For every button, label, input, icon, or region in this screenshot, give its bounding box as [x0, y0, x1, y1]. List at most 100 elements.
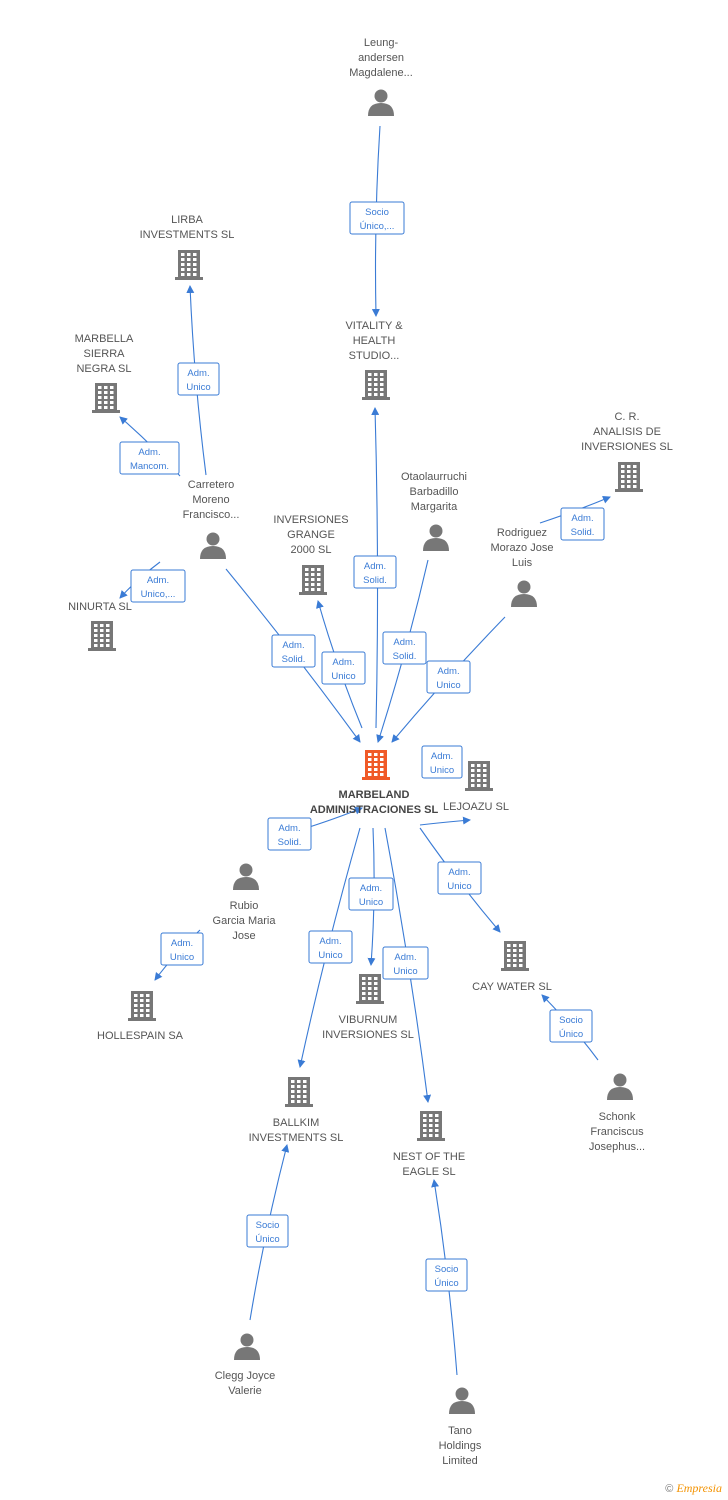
node-label: ANALISIS DE	[593, 426, 661, 438]
node-label: Morazo Jose	[491, 542, 554, 554]
node-hollespain[interactable]: HOLLESPAIN SA	[97, 991, 184, 1042]
relation-label[interactable]: Adm.Solid.	[560, 507, 605, 541]
node-lejoazu[interactable]: LEJOAZU SL	[443, 761, 509, 813]
relation-labels-layer: SocioÚnico,...Adm.Solid.Adm.UnicoAdm.Man…	[119, 201, 605, 1292]
relation-text: Solid.	[282, 654, 306, 665]
relation-box	[421, 745, 463, 779]
relation-box	[382, 946, 429, 980]
brand-logo-text[interactable]: Empresia	[676, 1481, 722, 1495]
relation-text: Adm.	[319, 936, 341, 947]
node-label: Garcia Maria	[213, 915, 277, 927]
relation-text: Unico	[331, 671, 355, 682]
node-label: Limited	[442, 1455, 477, 1467]
node-leung[interactable]: Leung-andersenMagdalene...	[349, 37, 413, 116]
node-label: SIERRA	[84, 348, 126, 360]
node-label: Valerie	[228, 1385, 261, 1397]
node-label: Jose	[232, 930, 255, 942]
node-label: Moreno	[192, 494, 229, 506]
node-label: INVESTMENTS SL	[140, 229, 235, 241]
relation-text: Unico	[393, 966, 417, 977]
relation-label[interactable]: Adm.Unico,...	[130, 569, 186, 603]
footer-credit: © Empresia	[665, 1481, 722, 1496]
node-ninurta[interactable]: NINURTA SL	[68, 601, 132, 651]
relation-text: Adm.	[437, 666, 459, 677]
relation-text: Adm.	[187, 368, 209, 379]
node-label: INVERSIONES	[273, 514, 348, 526]
node-caywater[interactable]: CAY WATER SL	[472, 941, 552, 993]
relation-text: Adm.	[394, 952, 416, 963]
relation-text: Adm.	[360, 883, 382, 894]
relation-text: Único	[255, 1234, 279, 1245]
relation-box	[160, 932, 204, 966]
node-label: HOLLESPAIN SA	[97, 1030, 184, 1042]
relation-label[interactable]: SocioÚnico,...	[349, 201, 405, 235]
node-label: Leung-	[364, 37, 399, 49]
relation-box	[119, 441, 180, 475]
relation-label[interactable]: Adm.Unico	[160, 932, 204, 966]
relation-label[interactable]: Adm.Solid.	[353, 555, 397, 589]
relation-box	[271, 634, 316, 668]
person-icon	[233, 863, 259, 890]
node-label: Francisco...	[183, 509, 240, 521]
node-label: STUDIO...	[349, 350, 400, 362]
relation-label[interactable]: Adm. Unico	[382, 946, 429, 980]
relation-label[interactable]: Adm. Solid.	[271, 634, 316, 668]
node-label: C. R.	[614, 411, 639, 423]
relation-box	[437, 861, 482, 895]
relation-box	[353, 555, 397, 589]
relation-text: Solid.	[278, 837, 302, 848]
relation-text: Adm.	[571, 513, 593, 524]
node-label: BALLKIM	[273, 1117, 319, 1129]
company-building-icon	[92, 383, 120, 413]
relation-text: Mancom.	[130, 461, 169, 472]
node-label: LEJOAZU SL	[443, 801, 509, 813]
node-label: Carretero	[188, 479, 234, 491]
relation-text: Adm.	[393, 637, 415, 648]
person-icon	[449, 1387, 475, 1414]
relation-label[interactable]: Adm.Solid.	[267, 817, 312, 851]
node-label: Margarita	[411, 501, 458, 513]
relation-text: Unico	[430, 765, 454, 776]
node-carretero[interactable]: CarreteroMorenoFrancisco...	[183, 479, 240, 559]
node-schonk[interactable]: SchonkFranciscusJosephus...	[589, 1073, 645, 1154]
relation-label[interactable]: Adm.Solid.	[382, 631, 427, 665]
relation-label[interactable]: Adm.Unico	[348, 877, 394, 911]
relation-text: Socio	[559, 1015, 583, 1026]
node-label: VITALITY &	[345, 320, 403, 332]
relation-label[interactable]: Adm.Unico	[308, 930, 353, 964]
person-icon	[368, 89, 394, 116]
node-label: NEST OF THE	[393, 1151, 465, 1163]
relation-label[interactable]: Adm.Unico	[437, 861, 482, 895]
relation-text: Solid.	[363, 575, 387, 586]
person-icon	[423, 524, 449, 551]
relation-label[interactable]: Adm.Unico	[421, 745, 463, 779]
node-label: Luis	[512, 557, 533, 569]
company-building-icon	[299, 565, 327, 595]
relation-label[interactable]: Adm.Unico	[426, 660, 471, 694]
relation-label[interactable]: Adm.Unico	[177, 362, 220, 396]
node-label: Rodriguez	[497, 527, 547, 539]
node-vitality[interactable]: VITALITY &HEALTHSTUDIO...	[345, 320, 403, 400]
relation-label[interactable]: Adm.Mancom.	[119, 441, 180, 475]
relation-text: Adm.	[282, 640, 304, 651]
node-label: MARBELLA	[75, 333, 134, 345]
node-label: 2000 SL	[291, 544, 332, 556]
relation-label[interactable]: Adm.Unico	[321, 651, 366, 685]
